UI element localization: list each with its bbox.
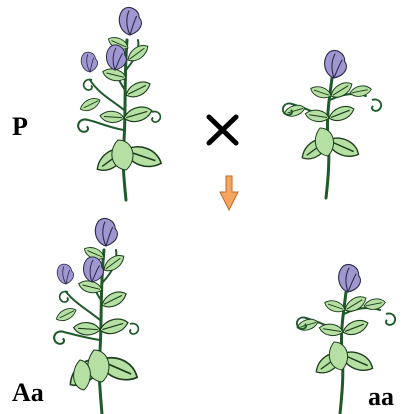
down-arrow-icon — [220, 176, 238, 210]
parental-generation-label: P — [12, 114, 28, 140]
plant-tall-offspring — [54, 217, 141, 414]
plant-tall-parent — [78, 6, 164, 200]
offspring-genotype-right-label: aa — [368, 384, 394, 410]
cross-mark-icon — [209, 117, 236, 143]
plant-dwarf-parent — [283, 50, 381, 198]
offspring-genotype-left-label: Aa — [12, 380, 44, 406]
